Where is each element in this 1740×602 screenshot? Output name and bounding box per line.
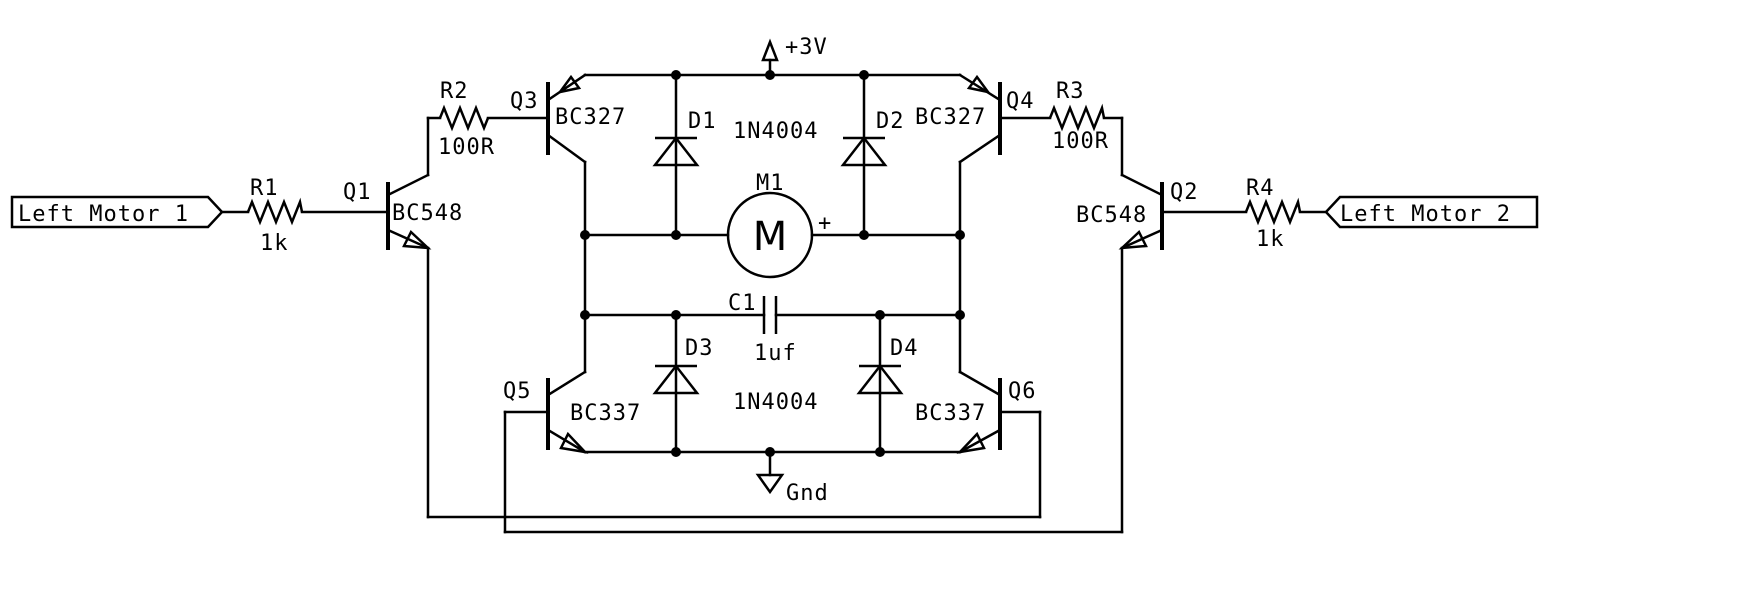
- diode-part-top: 1N4004: [733, 119, 818, 144]
- port-left-motor-2: Left Motor 2: [1324, 195, 1539, 229]
- d3-ref: D3: [685, 336, 714, 361]
- transistor-q2: Q2 BC548: [1076, 180, 1199, 250]
- r1-value: 1k: [260, 231, 289, 256]
- motor-m1: M M1 +: [726, 171, 832, 279]
- c1-ref: C1: [728, 291, 757, 316]
- transistor-q6: Q6 BC337: [915, 378, 1037, 454]
- resistor-r4: R4 1k: [1244, 176, 1302, 252]
- r1-ref: R1: [250, 176, 279, 201]
- resistor-r2: R2 100R: [438, 79, 495, 160]
- q1-ref: Q1: [343, 180, 372, 205]
- diode-d3: D3: [652, 336, 714, 395]
- ground-label: Gnd: [786, 481, 829, 506]
- diode-d1: D1: [652, 109, 717, 167]
- ground-symbol: Gnd: [755, 473, 829, 506]
- transistor-q5: Q5 BC337: [503, 378, 641, 454]
- resistor-r1: R1 1k: [246, 176, 304, 256]
- d2-ref: D2: [876, 109, 905, 134]
- q2-part: BC548: [1076, 203, 1147, 228]
- q1-part: BC548: [392, 201, 463, 226]
- q2-ref: Q2: [1170, 180, 1199, 205]
- motor-polarity: +: [818, 211, 832, 236]
- r3-ref: R3: [1056, 79, 1085, 104]
- motor-ref: M1: [756, 171, 785, 196]
- junction-dots: [580, 70, 965, 457]
- r3-value: 100R: [1052, 129, 1109, 154]
- transistor-q1: Q1 BC548: [343, 180, 463, 250]
- r4-value: 1k: [1256, 227, 1285, 252]
- q5-part: BC337: [570, 401, 641, 426]
- q6-ref: Q6: [1008, 379, 1037, 404]
- q4-ref: Q4: [1006, 89, 1035, 114]
- r2-value: 100R: [438, 135, 495, 160]
- supply-symbol: +3V: [761, 35, 828, 62]
- diode-d4: D4: [856, 336, 919, 395]
- diode-d2: D2: [840, 109, 905, 167]
- q3-part: BC327: [555, 105, 626, 130]
- d1-ref: D1: [688, 109, 717, 134]
- capacitor-c1: C1 1uf: [728, 291, 797, 366]
- wires: [220, 58, 1328, 534]
- port-left-label: Left Motor 1: [18, 202, 189, 227]
- resistor-r3: R3 100R: [1048, 79, 1109, 154]
- motor-symbol: M: [753, 214, 788, 260]
- d4-ref: D4: [890, 336, 919, 361]
- port-left-motor-1: Left Motor 1: [10, 195, 224, 229]
- diode-part-bottom: 1N4004: [733, 390, 818, 415]
- q3-ref: Q3: [510, 89, 539, 114]
- c1-value: 1uf: [754, 341, 797, 366]
- r4-ref: R4: [1246, 176, 1275, 201]
- q6-part: BC337: [915, 401, 986, 426]
- transistor-q3: Q3 BC327: [510, 74, 626, 155]
- transistor-q4: Q4 BC327: [915, 74, 1035, 155]
- port-right-label: Left Motor 2: [1340, 202, 1511, 227]
- supply-label: +3V: [785, 35, 828, 60]
- q5-ref: Q5: [503, 379, 532, 404]
- r2-ref: R2: [440, 79, 469, 104]
- q4-part: BC327: [915, 105, 986, 130]
